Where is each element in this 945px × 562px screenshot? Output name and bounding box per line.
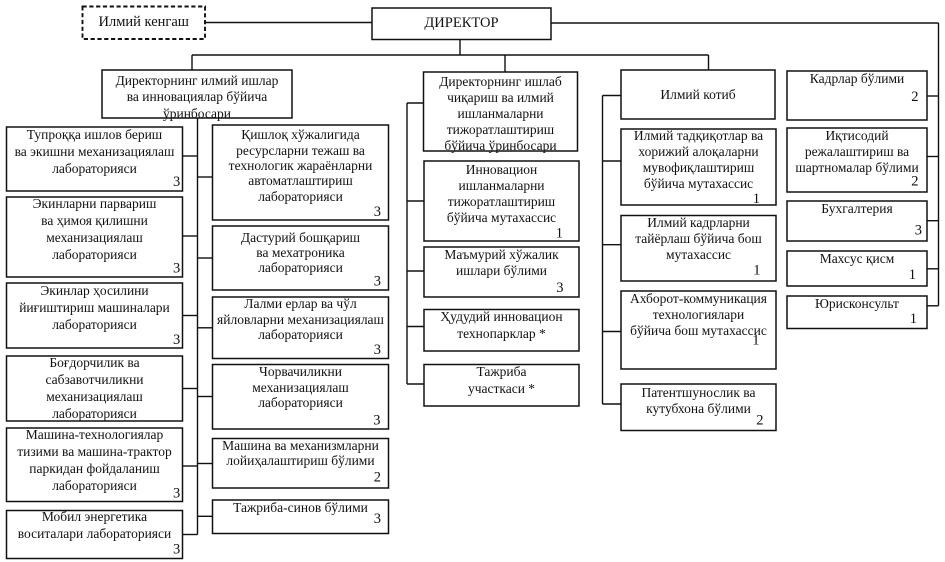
- svg-text:3: 3: [173, 261, 180, 277]
- svg-text:1: 1: [910, 311, 917, 327]
- svg-text:3: 3: [173, 174, 180, 190]
- svg-text:3: 3: [373, 413, 380, 429]
- svg-text:3: 3: [374, 511, 381, 527]
- svg-text:2: 2: [911, 174, 918, 190]
- svg-text:1: 1: [753, 191, 760, 207]
- svg-text:3: 3: [173, 542, 180, 558]
- svg-text:3: 3: [173, 332, 180, 348]
- svg-text:2: 2: [911, 89, 918, 105]
- svg-text:2: 2: [374, 470, 381, 486]
- svg-text:2: 2: [756, 413, 763, 429]
- svg-text:3: 3: [374, 342, 381, 358]
- svg-text:1: 1: [752, 333, 759, 349]
- svg-text:1: 1: [556, 225, 563, 241]
- svg-text:3: 3: [915, 223, 922, 239]
- svg-text:3: 3: [556, 280, 563, 296]
- svg-text:3: 3: [374, 274, 381, 290]
- svg-text:3: 3: [173, 486, 180, 502]
- svg-text:1: 1: [909, 267, 916, 283]
- svg-text:3: 3: [374, 204, 381, 220]
- svg-text:1: 1: [753, 263, 760, 279]
